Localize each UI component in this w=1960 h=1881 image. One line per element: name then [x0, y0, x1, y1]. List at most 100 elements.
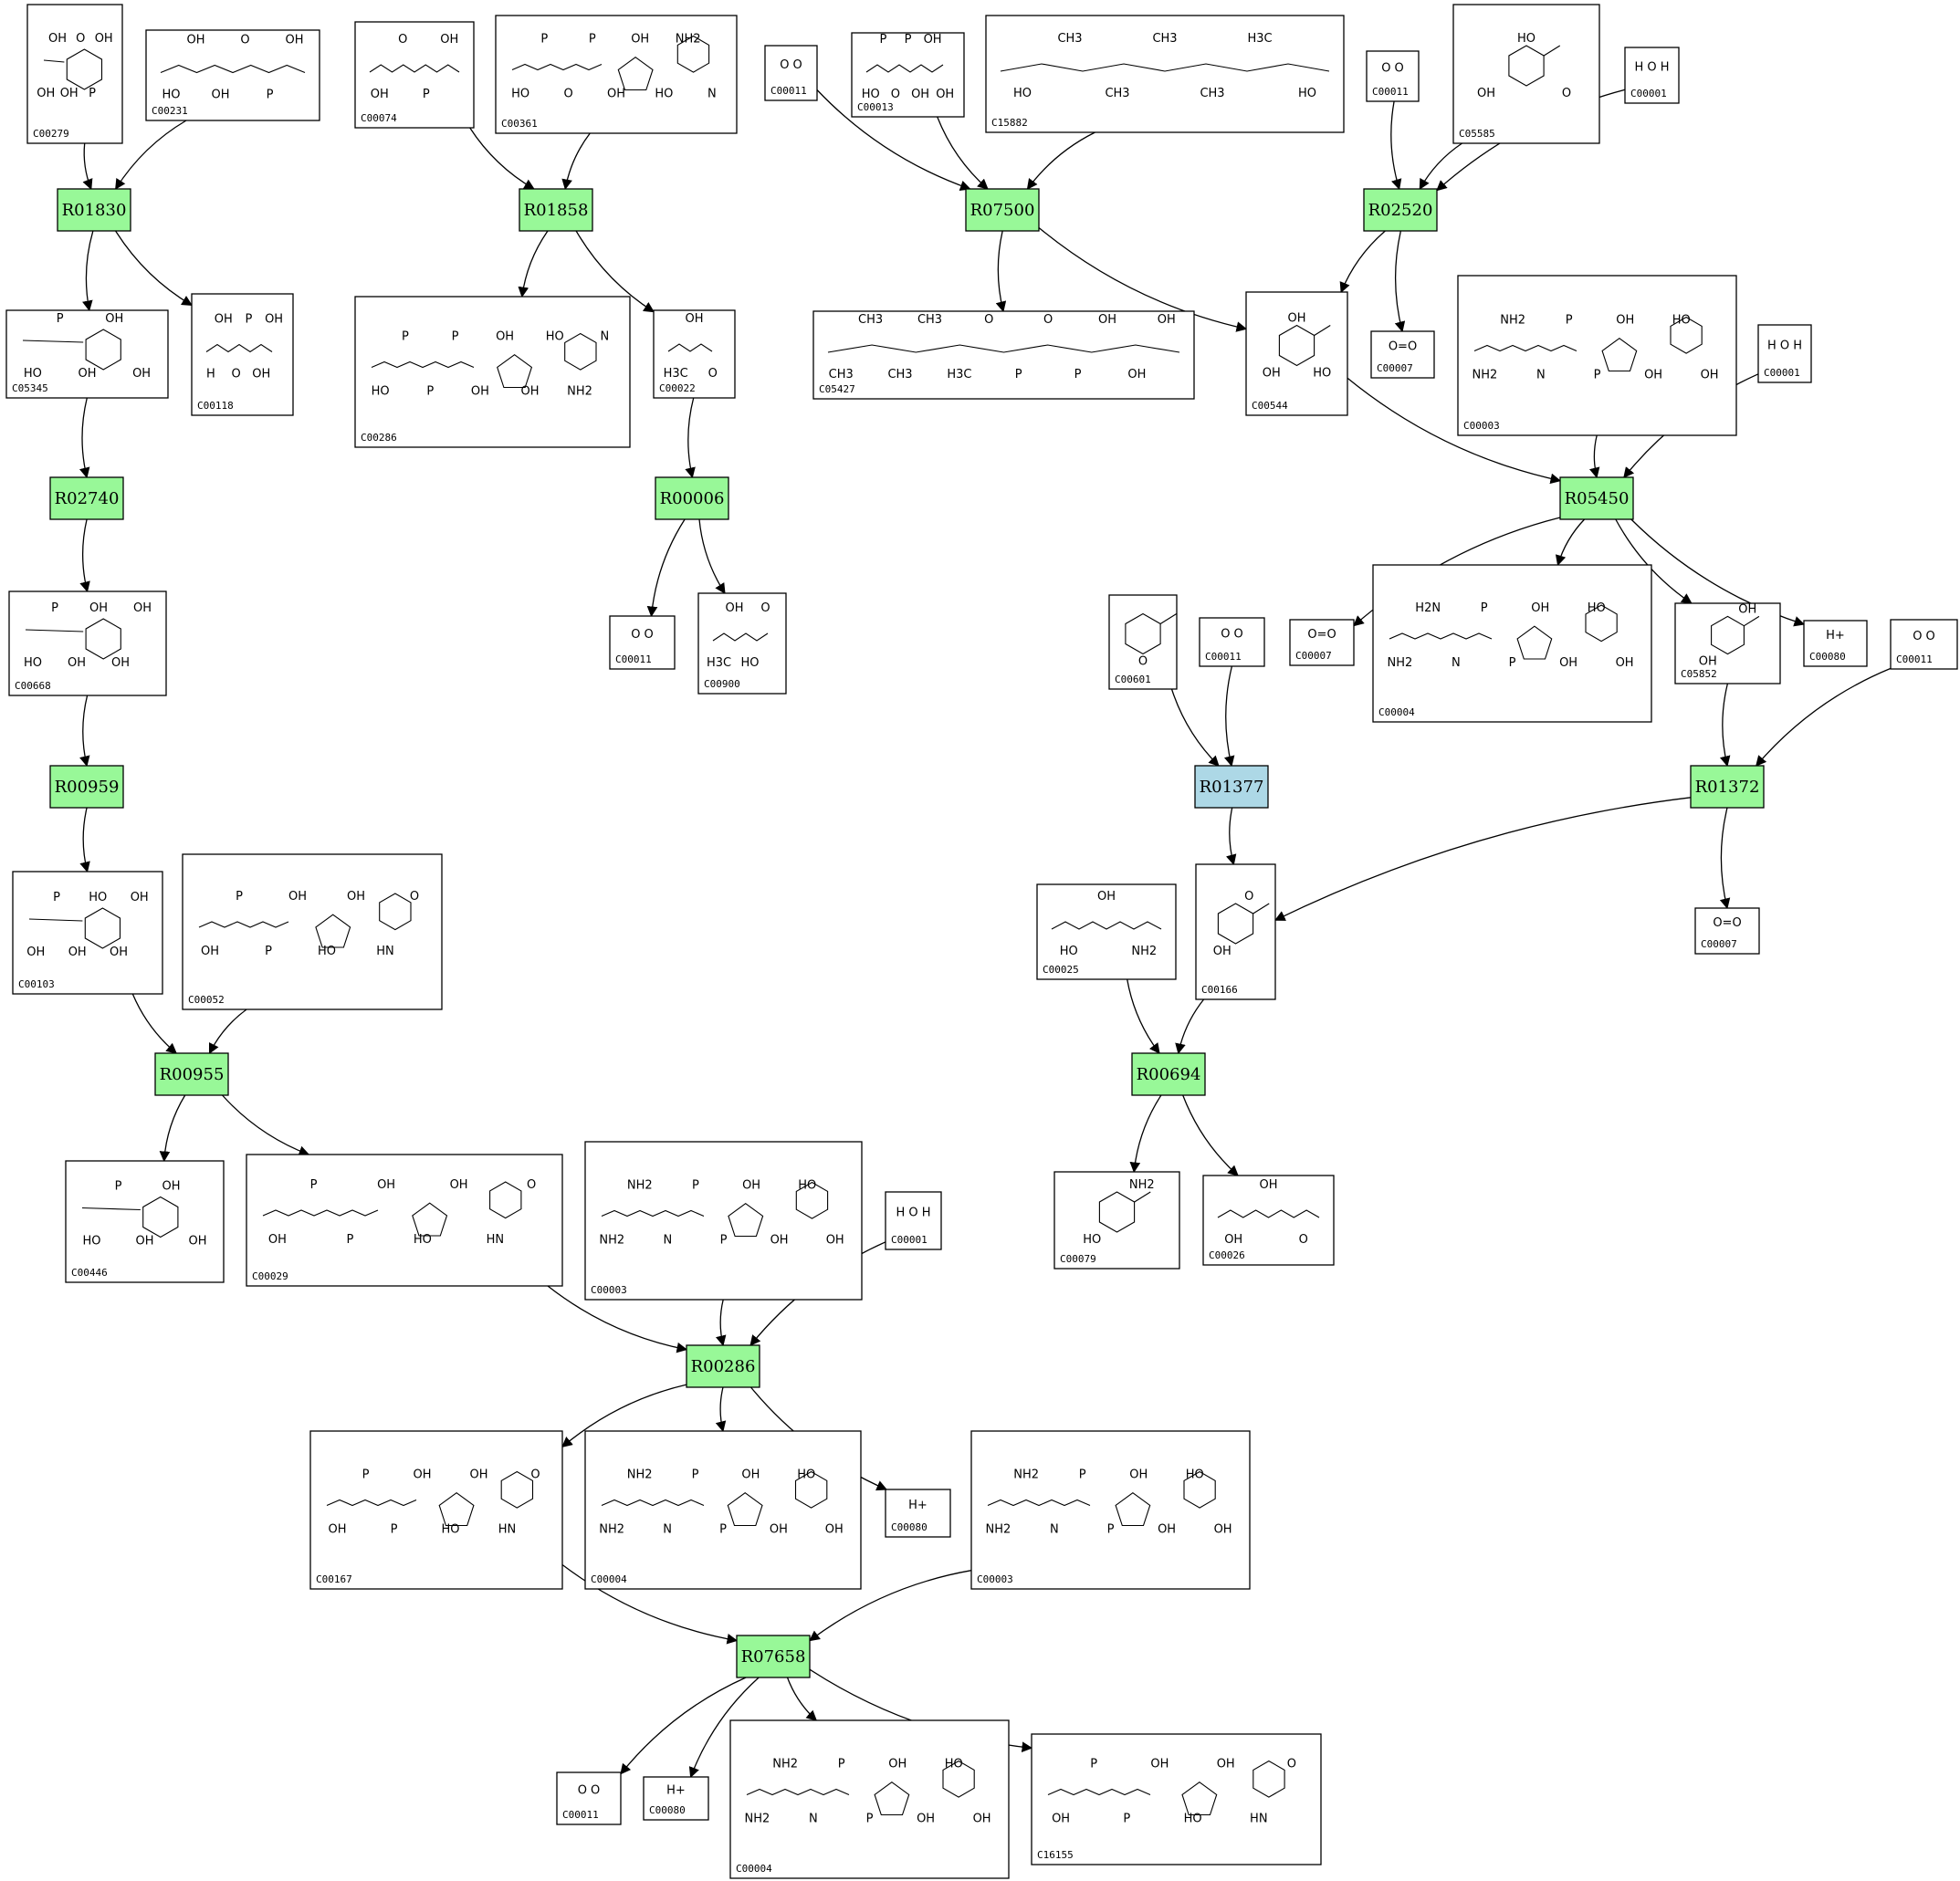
compound-node[interactable]: H+C00080	[1803, 620, 1868, 667]
compound-box[interactable]	[653, 309, 736, 399]
reaction-box[interactable]	[686, 1344, 760, 1388]
compound-box[interactable]	[191, 293, 294, 416]
compound-box[interactable]	[1289, 619, 1355, 666]
compound-box[interactable]	[1366, 50, 1420, 102]
compound-box[interactable]	[764, 45, 818, 101]
compound-box[interactable]	[1199, 617, 1265, 667]
reaction-box[interactable]	[1363, 188, 1438, 232]
compound-box[interactable]	[354, 21, 475, 129]
compound-box[interactable]	[697, 592, 787, 695]
compound-box[interactable]	[1694, 907, 1760, 955]
compound-box[interactable]	[8, 590, 167, 696]
reaction-node-r01372[interactable]: R01372	[1690, 765, 1765, 809]
compound-box[interactable]	[584, 1141, 863, 1301]
compound-box[interactable]	[1757, 324, 1812, 383]
reaction-node-r07500[interactable]: R07500	[965, 188, 1040, 232]
compound-box[interactable]	[985, 15, 1345, 133]
compound-box[interactable]	[609, 615, 676, 670]
compound-box[interactable]	[12, 871, 163, 995]
reaction-node-r00694[interactable]: R00694	[1131, 1052, 1206, 1096]
compound-box[interactable]	[1108, 594, 1178, 690]
compound-box[interactable]	[584, 1430, 862, 1590]
compound-box[interactable]	[1036, 883, 1177, 980]
reaction-node-r07658[interactable]: R07658	[736, 1635, 811, 1678]
reaction-box[interactable]	[1131, 1052, 1206, 1096]
reaction-box[interactable]	[49, 765, 124, 809]
reaction-box[interactable]	[1559, 476, 1634, 520]
compound-box[interactable]	[851, 32, 965, 118]
reaction-box[interactable]	[655, 476, 729, 520]
reaction-node-r02740[interactable]: R02740	[49, 476, 124, 520]
compound-box[interactable]	[1624, 47, 1680, 104]
reaction-box[interactable]	[965, 188, 1040, 232]
reaction-node-r00006[interactable]: R00006	[655, 476, 729, 520]
compound-box[interactable]	[885, 1191, 942, 1250]
compound-node[interactable]: H+C00080	[885, 1489, 951, 1538]
compound-box[interactable]	[643, 1776, 709, 1821]
reaction-node-r01858[interactable]: R01858	[519, 188, 593, 232]
compound-box[interactable]	[354, 296, 631, 448]
compound-box[interactable]	[1031, 1733, 1322, 1865]
compound-box[interactable]	[1803, 620, 1868, 667]
reaction-box[interactable]	[519, 188, 593, 232]
reaction-node-r01830[interactable]: R01830	[57, 188, 131, 232]
compound-box[interactable]	[145, 29, 320, 121]
reaction-node-r00286[interactable]: R00286	[686, 1344, 760, 1388]
reaction-node-r02520[interactable]: R02520	[1363, 188, 1438, 232]
reaction-node-r01377[interactable]: R01377	[1194, 765, 1269, 809]
compound-box[interactable]	[495, 15, 738, 134]
compound-box[interactable]	[970, 1430, 1251, 1590]
reaction-node-r00955[interactable]: R00955	[154, 1052, 229, 1096]
reaction-node-r00959[interactable]: R00959	[49, 765, 124, 809]
compound-box[interactable]	[1370, 330, 1435, 379]
compound-box[interactable]	[1195, 863, 1276, 1000]
compound-box[interactable]	[1452, 4, 1600, 144]
compound-node[interactable]: H+C00080	[643, 1776, 709, 1821]
compound-box[interactable]	[885, 1489, 951, 1538]
compound-box[interactable]	[1245, 291, 1348, 416]
compound-box[interactable]	[812, 310, 1195, 400]
compound-box[interactable]	[729, 1719, 1010, 1879]
compound-box[interactable]	[182, 853, 443, 1010]
compound-box[interactable]	[26, 4, 123, 144]
compound-box[interactable]	[5, 309, 169, 399]
reaction-box[interactable]	[736, 1635, 811, 1678]
compound-box[interactable]	[1457, 275, 1737, 436]
reaction-box[interactable]	[1194, 765, 1269, 809]
compound-box[interactable]	[246, 1154, 563, 1287]
